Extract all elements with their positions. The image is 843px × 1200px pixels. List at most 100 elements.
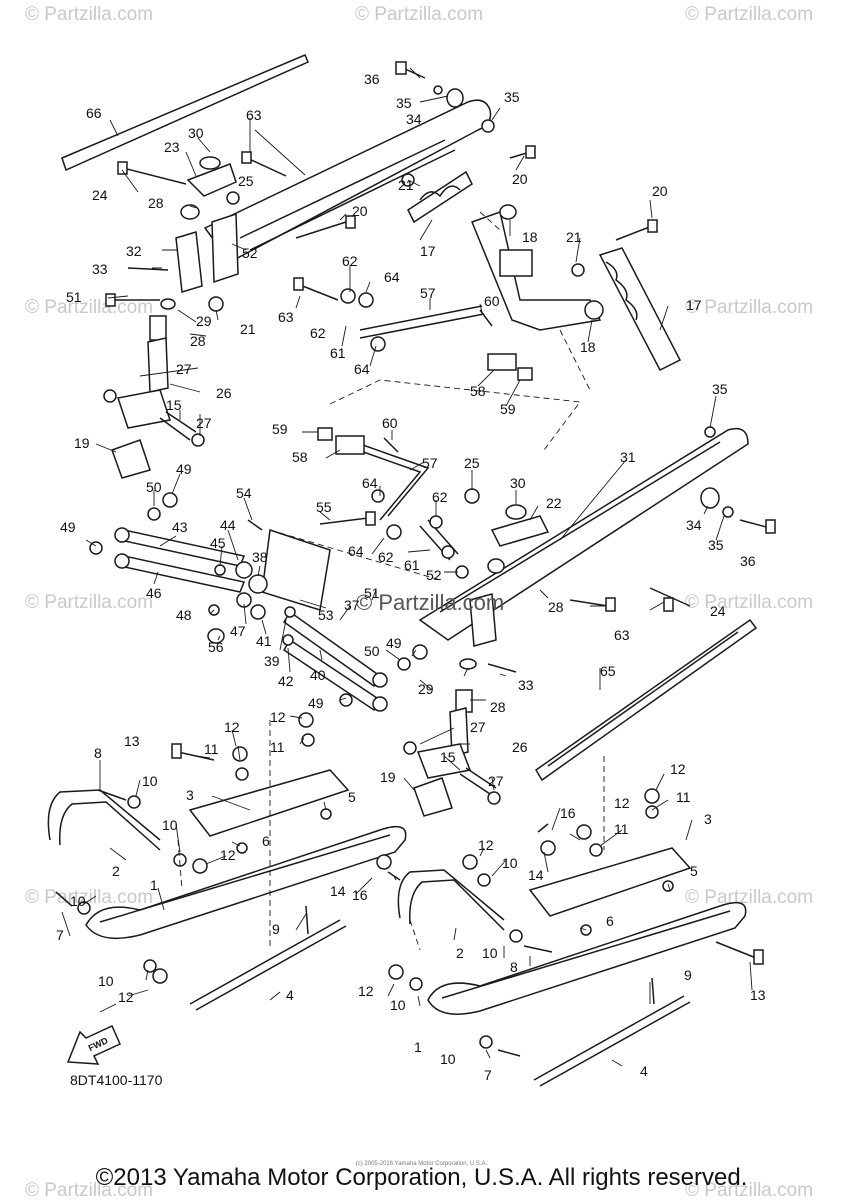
swing-arm-ribs bbox=[239, 139, 456, 251]
callout-label: 20 bbox=[352, 203, 368, 219]
callout-label: 11 bbox=[614, 821, 629, 837]
cap-49a bbox=[89, 541, 103, 555]
washer-10a bbox=[127, 795, 141, 809]
callout-label: 29 bbox=[418, 681, 434, 697]
nut-12g bbox=[462, 854, 478, 870]
nut-64c bbox=[370, 336, 386, 352]
bolt-7b bbox=[497, 1049, 521, 1057]
callout-label: 28 bbox=[548, 599, 564, 615]
callout-label: 5 bbox=[348, 789, 356, 805]
callout-label: 47 bbox=[230, 623, 246, 639]
nut-62b bbox=[441, 545, 455, 559]
callout-label: 6 bbox=[606, 913, 614, 929]
callout-label: 62 bbox=[432, 489, 448, 505]
bolt-head-63c bbox=[605, 597, 616, 612]
callout-label: 12 bbox=[270, 709, 286, 725]
washer-10c bbox=[77, 901, 91, 915]
bolt-head-13b bbox=[753, 949, 764, 965]
pin-16b bbox=[537, 823, 549, 833]
washer-11b bbox=[301, 733, 315, 747]
callout-label: 17 bbox=[420, 243, 436, 259]
callout-label: 17 bbox=[686, 297, 702, 313]
nut-14b bbox=[540, 840, 556, 856]
watermark: © Partzilla.com bbox=[685, 1180, 813, 1200]
swing-arm-31 bbox=[418, 427, 749, 641]
callout-label: 7 bbox=[56, 927, 64, 943]
joint-38 bbox=[248, 574, 268, 594]
washer-11a bbox=[235, 767, 249, 781]
shock-17b-body bbox=[598, 247, 682, 372]
nut-62a bbox=[429, 515, 443, 529]
bush-27b bbox=[191, 433, 205, 447]
bolt-7a bbox=[55, 891, 73, 907]
spindle-27 bbox=[147, 337, 169, 393]
callout-label: 12 bbox=[670, 761, 686, 777]
cap-50a bbox=[147, 507, 161, 521]
callout-label: 16 bbox=[560, 805, 576, 821]
callout-label: 26 bbox=[216, 385, 232, 401]
callout-label: 27 bbox=[488, 773, 504, 789]
callout-label: 9 bbox=[272, 921, 280, 937]
callout-label: 59 bbox=[272, 421, 288, 437]
callout-label: 57 bbox=[420, 285, 436, 301]
callout-label: 59 bbox=[500, 401, 516, 417]
callout-label: 3 bbox=[186, 787, 194, 803]
bolt-head-51a bbox=[105, 293, 116, 307]
callout-label: 35 bbox=[504, 89, 520, 105]
stud-9a bbox=[305, 905, 309, 935]
washer-10d bbox=[143, 959, 157, 973]
bolt-head-63b bbox=[293, 277, 304, 291]
callout-label: 64 bbox=[348, 543, 364, 559]
bolt-head-24b bbox=[663, 597, 674, 612]
washer-11c bbox=[589, 843, 603, 857]
callout-label: 19 bbox=[74, 435, 90, 451]
bushing-34 bbox=[446, 88, 464, 108]
joint-44 bbox=[235, 561, 253, 579]
cap-45 bbox=[214, 564, 226, 576]
callout-label: 8 bbox=[94, 745, 102, 761]
callout-label: 21 bbox=[398, 177, 414, 193]
callout-label: 10 bbox=[440, 1051, 456, 1067]
callout-label: 21 bbox=[240, 321, 256, 337]
callout-label: 12 bbox=[118, 989, 134, 1005]
bush-28c bbox=[487, 558, 505, 574]
dash-b bbox=[479, 211, 591, 391]
handle-2a-inner bbox=[59, 801, 161, 851]
callout-label: 54 bbox=[236, 485, 252, 501]
watermark: © Partzilla.com bbox=[25, 592, 153, 613]
nut-25 bbox=[226, 191, 240, 205]
callout-label: 36 bbox=[740, 553, 756, 569]
diagram-code: 8DT4100-1170 bbox=[70, 1072, 163, 1088]
pin-54 bbox=[247, 519, 263, 531]
callout-label: 55 bbox=[316, 499, 332, 515]
bushing-34b bbox=[700, 487, 720, 509]
callout-label: 1 bbox=[414, 1039, 422, 1055]
pin-60b bbox=[383, 437, 399, 453]
callout-label: 37 bbox=[344, 597, 360, 613]
callout-label: 30 bbox=[188, 125, 204, 141]
callout-label: 61 bbox=[404, 557, 420, 573]
plate-58b bbox=[335, 435, 365, 455]
nut-25b bbox=[464, 488, 480, 504]
callout-label: 25 bbox=[464, 455, 480, 471]
swing-arm-31-rib bbox=[439, 441, 721, 613]
callout-label: 28 bbox=[490, 699, 506, 715]
callout-label: 44 bbox=[220, 517, 236, 533]
cap-49c bbox=[412, 644, 428, 660]
callout-label: 35 bbox=[708, 537, 724, 553]
callout-label: 10 bbox=[162, 817, 178, 833]
collar-18a bbox=[499, 204, 517, 220]
callout-label: 27 bbox=[176, 361, 192, 377]
nut-12a bbox=[232, 746, 248, 762]
callout-label: 6 bbox=[262, 833, 270, 849]
callout-label: 35 bbox=[712, 381, 728, 397]
cap-49b bbox=[162, 492, 178, 508]
washer-29a bbox=[160, 298, 176, 310]
decal-66 bbox=[61, 54, 309, 172]
washer-35c bbox=[722, 506, 734, 518]
ski-1b-rib bbox=[441, 910, 731, 999]
watermark: © Partzilla.com bbox=[355, 4, 483, 25]
cap-49d bbox=[339, 693, 353, 707]
shock-17b-spring bbox=[605, 261, 638, 321]
callout-label: 10 bbox=[70, 893, 86, 909]
